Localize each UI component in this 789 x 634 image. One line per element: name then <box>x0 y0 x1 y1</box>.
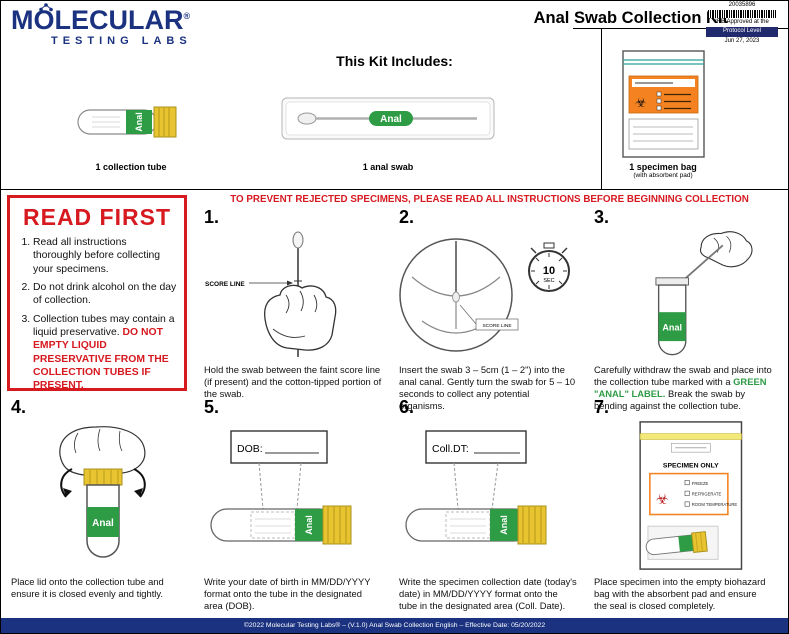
step-2-illustration: SCORE LINE 10 SEC <box>393 229 583 361</box>
step-5-illustration: DOB: Anal <box>198 419 388 573</box>
dob-labeling-illustration: DOB: Anal <box>209 430 351 545</box>
closing-tube-illustration: Anal <box>58 426 146 558</box>
swab-package-illustration: Anal <box>281 97 495 140</box>
step-text-part: Carefully withdraw the swab and place in… <box>594 364 772 388</box>
step-5: 5. DOB: Anal Write yo <box>198 397 388 612</box>
specimen-only-label: SPECIMEN ONLY <box>662 463 718 470</box>
page-title: Anal Swab Collection Kit <box>533 9 728 27</box>
hand-holding-swab-illustration: SCORE LINE <box>205 231 336 357</box>
title-divider <box>573 28 788 29</box>
collection-date-labeling-illustration: Coll.DT: Anal <box>404 430 546 545</box>
step-3: 3. Anal Carefully withdraw the swab and … <box>588 207 778 412</box>
step-6: 6. Coll.DT: Anal Writ <box>393 397 583 612</box>
approval-protocol-level: Protocol Level <box>706 27 778 37</box>
read-first-box: READ FIRST Read all instructions thoroug… <box>7 195 187 391</box>
barcode <box>708 10 776 19</box>
step-7-illustration: SPECIMEN ONLY ☣ FREEZE REFRIGERATE ROOM … <box>588 419 778 573</box>
coll-date-field-label: Coll.DT: <box>432 443 469 455</box>
step-number: 1. <box>204 207 220 227</box>
step-number: 3. <box>594 207 610 227</box>
approval-number: 20035896 <box>728 2 756 8</box>
approval-text: IRB Approved at the <box>715 19 769 26</box>
logo-subtitle: TESTING LABS <box>51 35 192 47</box>
timer-value: 10 <box>542 265 554 277</box>
read-first-heading: READ FIRST <box>23 204 171 230</box>
rejection-warning: TO PREVENT REJECTED SPECIMENS, PLEASE RE… <box>230 194 749 205</box>
approval-date: Jun 27, 2023 <box>724 37 760 44</box>
step-7: 7. SPECIMEN ONLY ☣ FREEZE REFRIGERATE RO… <box>588 397 778 612</box>
check-freeze-label: FREEZE <box>691 481 708 486</box>
swab-caption: 1 anal swab <box>362 162 414 172</box>
logo-word: MOLECULAR <box>11 5 184 35</box>
biohazard-bag-illustration: SPECIMEN ONLY ☣ FREEZE REFRIGERATE ROOM … <box>638 421 742 570</box>
step-4-illustration: Anal <box>5 419 195 573</box>
read-first-item: Collection tubes may contain a liquid pr… <box>33 313 177 393</box>
tube-label-text: Anal <box>499 515 509 535</box>
step-text: Hold the swab between the faint score li… <box>204 364 382 400</box>
step-text-part: Break the swab by bending against the co… <box>594 388 746 412</box>
bag-caption: 1 specimen bag (with absorbent pad) <box>603 162 723 179</box>
score-line-label: SCORE LINE <box>482 323 511 329</box>
swab-into-tube-illustration: Anal <box>654 231 753 356</box>
tube-label-text: Anal <box>92 518 114 529</box>
kit-anal-swab: Anal <box>281 91 496 151</box>
check-room-temp-label: ROOM TEMPERATURE <box>691 502 737 507</box>
timer-unit: SEC <box>543 278 554 284</box>
twist-arrow-left <box>59 468 72 498</box>
biohazard-icon: ☣ <box>635 95 647 110</box>
irb-approval-block: 20035896 IRB Approved at the Protocol Le… <box>700 2 784 45</box>
step-1-illustration: SCORE LINE <box>198 229 388 361</box>
molecule-icon <box>39 3 53 12</box>
kit-heading: This Kit Includes: <box>336 53 453 69</box>
section-divider <box>1 189 788 190</box>
check-refrigerate-label: REFRIGERATE <box>691 492 721 497</box>
step-3-illustration: Anal <box>588 229 778 361</box>
read-first-warning-text: DO NOT EMPTY LIQUID PRESERVATIVE FROM TH… <box>33 326 169 392</box>
step-number: 4. <box>11 397 27 417</box>
twist-arrow-right <box>133 468 146 498</box>
insertion-and-timer-illustration: SCORE LINE 10 SEC <box>398 238 570 352</box>
step-2: 2. SCORE LINE <box>393 207 583 412</box>
step-number: 5. <box>204 397 220 417</box>
dob-field-label: DOB: <box>237 443 263 455</box>
footer-bar: ©2022 Molecular Testing Labs® – (V.1.0) … <box>1 618 788 633</box>
swab-label-text: Anal <box>380 114 402 125</box>
registered-mark: ® <box>183 11 191 21</box>
logo: MOLECULAR® TESTING LABS <box>11 3 192 47</box>
step-text: Place specimen into the empty biohazard … <box>594 576 766 612</box>
green-label-callout: GREEN "ANAL" LABEL. <box>594 376 767 400</box>
tube-label-text: Anal <box>662 322 682 332</box>
biohazard-icon: ☣ <box>655 492 668 508</box>
read-first-item-text: Do not drink alcohol on the day of colle… <box>33 281 177 307</box>
step-1: 1. SCORE LINE Hold the swab between the … <box>198 207 388 400</box>
step-text: Place lid onto the collection tube and e… <box>11 576 164 600</box>
read-first-item-text: Read all instructions thoroughly before … <box>33 237 161 275</box>
tube-caption: 1 collection tube <box>95 162 167 172</box>
step-text: Write your date of birth in MM/DD/YYYY f… <box>204 576 371 612</box>
step-number: 7. <box>594 397 610 417</box>
read-first-item: Read all instructions thoroughly before … <box>33 236 177 276</box>
kit-collection-tube: Anal <box>76 101 186 148</box>
read-first-item-text: Collection tubes may contain a liquid pr… <box>33 313 175 338</box>
step-number: 2. <box>399 207 415 227</box>
read-first-list: Read all instructions thoroughly before … <box>17 236 177 392</box>
step-text: Insert the swab 3 – 5cm (1 – 2") into th… <box>399 364 576 412</box>
step-text: Carefully withdraw the swab and place in… <box>594 364 772 412</box>
specimen-bag-illustration: ☣ <box>622 50 705 158</box>
step-6-illustration: Coll.DT: Anal <box>393 419 583 573</box>
bag-caption-sub: (with absorbent pad) <box>633 172 693 179</box>
tube-in-bag <box>645 531 708 556</box>
score-line-label: SCORE LINE <box>205 281 245 288</box>
kit-vertical-divider <box>601 28 602 189</box>
step-text: Write the specimen collection date (toda… <box>399 576 577 612</box>
step-4: 4. Anal Place lid on <box>5 397 195 600</box>
tube-label-text: Anal <box>134 112 144 132</box>
bag-caption-main: 1 specimen bag <box>629 162 697 172</box>
step-number: 6. <box>399 397 415 417</box>
collection-tube-illustration: Anal <box>77 106 177 138</box>
read-first-item: Do not drink alcohol on the day of colle… <box>33 281 177 308</box>
kit-specimen-bag: ☣ <box>621 49 706 164</box>
logo-wordmark: MOLECULAR® <box>11 3 192 35</box>
tube-label-text: Anal <box>304 515 314 535</box>
